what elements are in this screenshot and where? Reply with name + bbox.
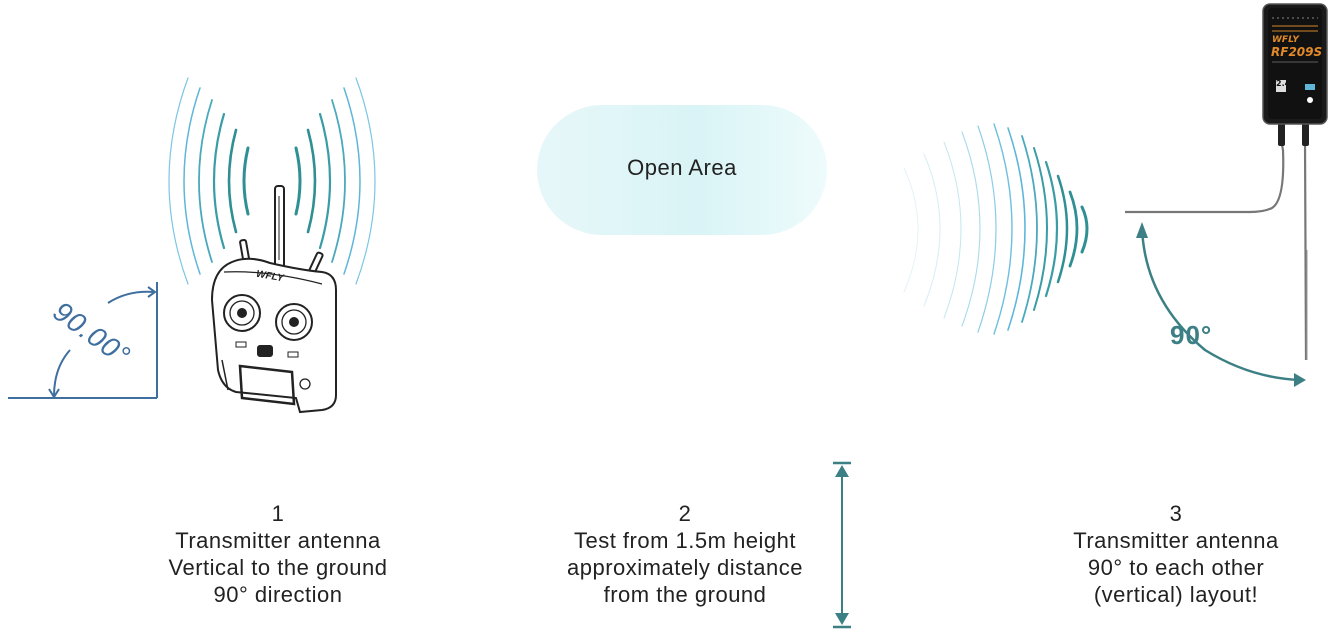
receiver-device [1262, 3, 1328, 125]
receiver-band-badge: 2.4 [1276, 79, 1291, 88]
left-angle-indicator [8, 282, 158, 399]
step-line: from the ground [603, 582, 767, 607]
step-line: Transmitter antenna [1073, 528, 1279, 553]
step-line: Transmitter antenna [175, 528, 381, 553]
right-angle-label: 90° [1170, 320, 1213, 350]
step-number: 2 [678, 501, 692, 526]
open-area-shape [537, 105, 827, 235]
step-number: 1 [271, 501, 285, 526]
transmitter-device [210, 185, 337, 414]
step-number: 3 [1169, 501, 1183, 526]
step-line: Vertical to the ground [168, 555, 388, 580]
step-line: 90° direction [213, 582, 343, 607]
transmitter-signal-waves [168, 77, 376, 285]
receiver-signal-waves [903, 123, 1089, 335]
step-2-caption: 2 Test from 1.5m height approximately di… [535, 500, 835, 608]
step-3-caption: 3 Transmitter antenna 90° to each other … [1026, 500, 1326, 608]
step-1-caption: 1 Transmitter antenna Vertical to the gr… [128, 500, 428, 608]
step-line: approximately distance [566, 555, 803, 580]
receiver-angle-indicator [1136, 222, 1306, 387]
height-dimension-arrow [833, 461, 851, 629]
open-area-label: Open Area [627, 155, 737, 180]
receiver-antenna-wires [1125, 118, 1309, 361]
step-line: (vertical) layout! [1093, 582, 1259, 607]
step-line: Test from 1.5m height [573, 528, 797, 553]
step-line: 90° to each other [1087, 555, 1265, 580]
receiver-brand-label: WFLY [1272, 35, 1299, 45]
receiver-model-label: RF209S [1271, 45, 1323, 59]
